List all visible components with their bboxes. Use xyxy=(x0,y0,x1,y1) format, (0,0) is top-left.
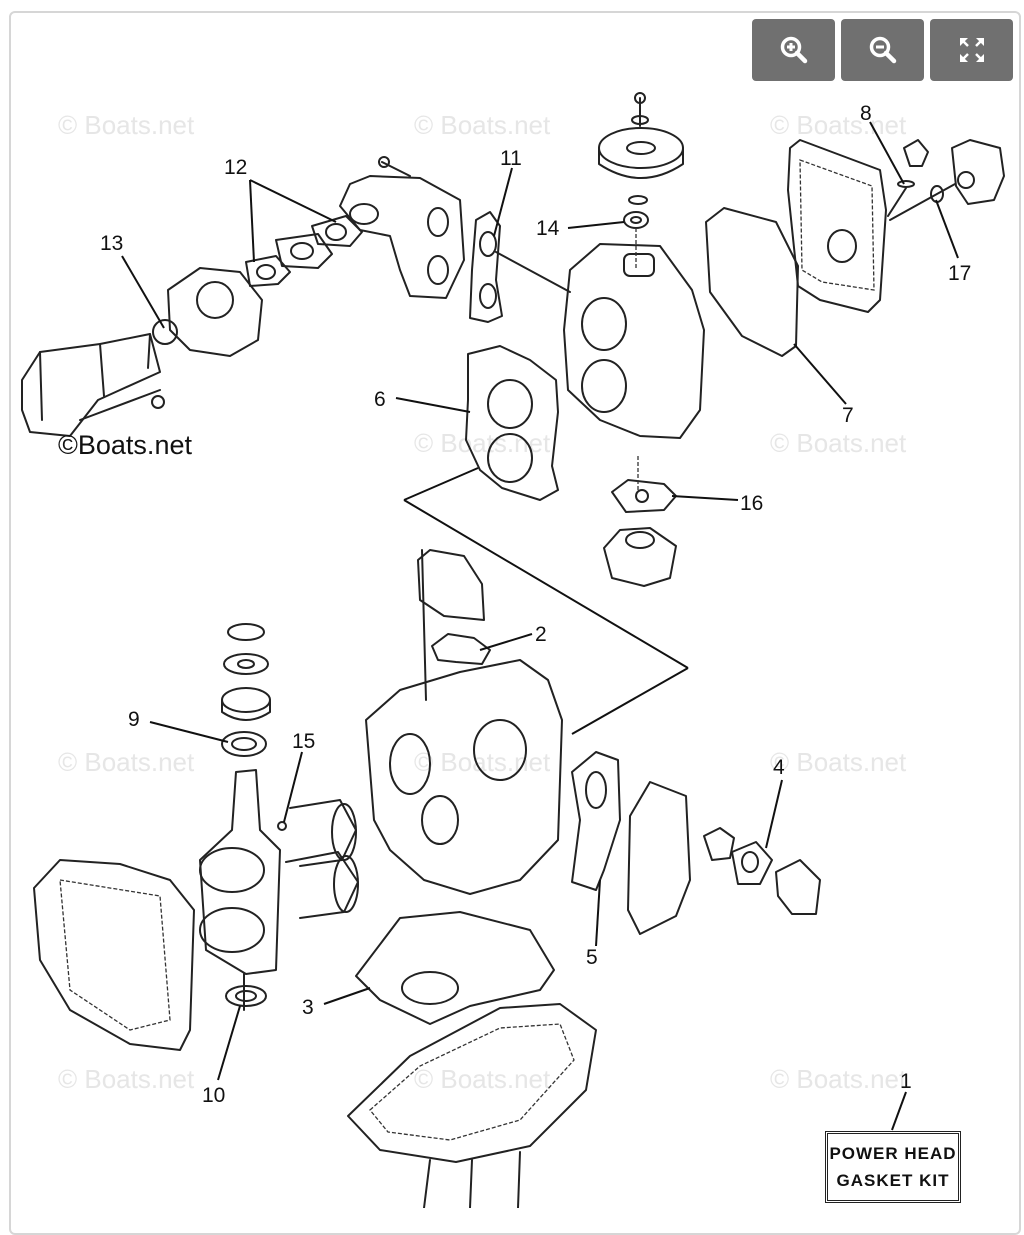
callout-14: 14 xyxy=(536,217,560,240)
assembly-line xyxy=(571,667,689,735)
plug-and-cover xyxy=(887,139,1005,221)
oil-pump-gasket xyxy=(611,456,677,513)
callout-15: 15 xyxy=(292,730,315,753)
callouts: 1 2 3 4 5 6 7 8 9 10 11 12 13 14 15 16 1… xyxy=(100,102,971,1107)
callout-6: 6 xyxy=(374,388,386,411)
watermark: © Boats.net xyxy=(414,428,551,458)
thermostat-assembly xyxy=(703,827,821,915)
boats-net-logo: ©Boats.net xyxy=(58,430,192,460)
zoom-out-button[interactable] xyxy=(841,19,924,81)
watermarks: © Boats.net © Boats.net © Boats.net © Bo… xyxy=(58,110,907,1094)
watermark: © Boats.net xyxy=(414,1064,551,1094)
intake-gaskets xyxy=(245,215,363,287)
kit-label: POWER HEAD GASKET KIT xyxy=(825,1131,961,1203)
exhaust-cover xyxy=(627,781,691,935)
zoom-out-icon xyxy=(869,36,896,64)
watermark: © Boats.net xyxy=(770,1064,907,1094)
zoom-in-icon xyxy=(780,36,807,64)
head-gasket xyxy=(465,345,559,501)
callout-5: 5 xyxy=(586,946,598,969)
callout-10: 10 xyxy=(202,1084,225,1107)
intake-manifold xyxy=(339,156,465,299)
crankcase xyxy=(33,859,195,1051)
callout-4: 4 xyxy=(773,756,785,779)
kit-label-line1: POWER HEAD xyxy=(829,1144,957,1163)
callout-1: 1 xyxy=(900,1070,912,1093)
watermark: © Boats.net xyxy=(58,110,195,140)
viewer-toolbar xyxy=(752,19,1013,81)
crank-seals xyxy=(221,623,287,831)
callout-16: 16 xyxy=(740,492,763,515)
pulley xyxy=(598,92,684,270)
crankshaft xyxy=(199,769,281,1011)
head-cover-gasket xyxy=(705,207,799,357)
fullscreen-button[interactable] xyxy=(930,19,1013,81)
callout-3: 3 xyxy=(302,996,314,1019)
exploded-parts-diagram: © Boats.net © Boats.net © Boats.net © Bo… xyxy=(21,92,1005,1208)
assembly-line xyxy=(403,467,479,501)
callout-8: 8 xyxy=(860,102,872,125)
base-gasket xyxy=(355,911,555,1025)
pistons xyxy=(285,799,359,919)
leader-lines xyxy=(121,121,959,1131)
cylinder-head xyxy=(495,243,705,439)
assembly-line xyxy=(403,499,689,669)
watermark: © Boats.net xyxy=(770,428,907,458)
watermark: © Boats.net xyxy=(770,110,907,140)
watermark: © Boats.net xyxy=(770,747,907,777)
lower-oil-seal xyxy=(225,985,267,1007)
oil-pump xyxy=(603,527,677,587)
watermark: © Boats.net xyxy=(414,110,551,140)
upper-casing xyxy=(347,1003,597,1208)
diagram-frame xyxy=(9,11,1021,1235)
cylinder-block xyxy=(365,549,563,895)
callout-11: 11 xyxy=(500,147,522,170)
thermostat-gasket xyxy=(431,633,491,665)
callout-9: 9 xyxy=(128,708,140,731)
manifold-gasket xyxy=(469,211,503,323)
intake-silencer xyxy=(21,333,165,437)
exhaust-cover-gasket xyxy=(571,751,621,891)
callout-12: 12 xyxy=(224,156,247,179)
expand-icon xyxy=(959,38,984,62)
watermark: © Boats.net xyxy=(58,1064,195,1094)
zoom-in-button[interactable] xyxy=(752,19,835,81)
head-cover xyxy=(787,139,887,313)
callout-7: 7 xyxy=(842,404,854,427)
callout-17: 17 xyxy=(948,262,971,285)
watermark: © Boats.net xyxy=(58,747,195,777)
callout-13: 13 xyxy=(100,232,123,255)
kit-label-line2: GASKET KIT xyxy=(836,1171,950,1190)
carburetor xyxy=(152,267,263,357)
callout-2: 2 xyxy=(535,623,547,646)
